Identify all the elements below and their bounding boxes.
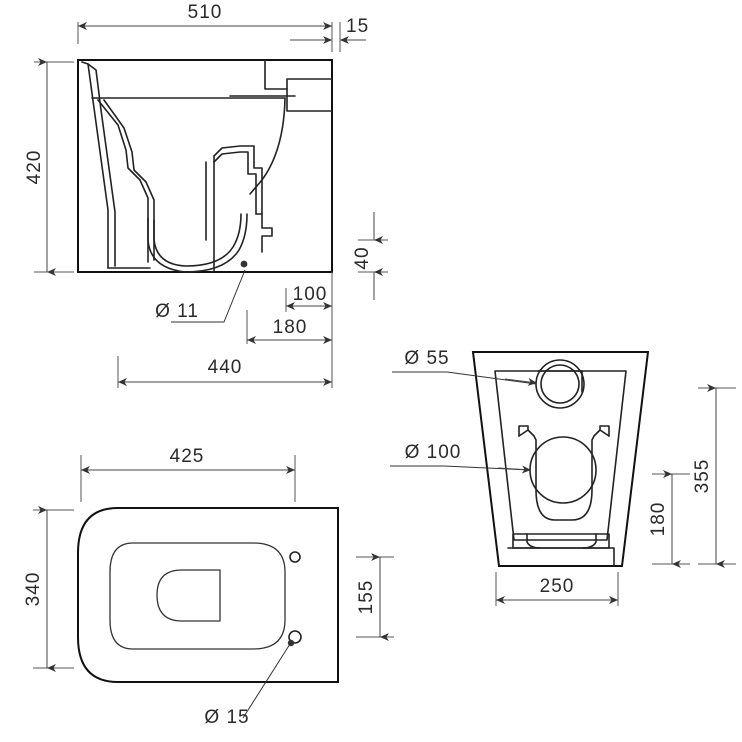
side-outlet-notch [255, 213, 273, 253]
side-trap-curve [147, 213, 248, 273]
dimension-40: 40 [352, 212, 388, 300]
dimension-label-180-rear: 180 [648, 502, 669, 537]
side-bowl-wall-left [97, 99, 149, 263]
callout-dia-100: Ø 100 [390, 442, 532, 474]
rear-inlet-boss [537, 370, 583, 393]
rear-outlet-shoulder-left [518, 425, 529, 437]
side-bowl-right [249, 97, 286, 195]
rear-inlet-hole-inner [540, 364, 580, 404]
dimension-510: 510 [77, 2, 333, 44]
plan-fixing-hole-top [289, 551, 301, 563]
plan-outer-outline [77, 507, 339, 683]
dimension-label-155: 155 [356, 580, 377, 615]
rear-outlet-hole [529, 436, 597, 504]
side-flush-channel-inner [213, 151, 257, 215]
leader-arrow-line [497, 465, 532, 474]
dimension-label-440: 440 [208, 357, 243, 378]
leader-line [390, 465, 531, 471]
dimension-180-side: 180 [246, 310, 333, 344]
dimension-label-250: 250 [540, 576, 575, 597]
dimension-425: 425 [80, 446, 296, 502]
plan-view: 425 340 155 Ø 15 [23, 446, 394, 728]
side-body-outline [77, 59, 333, 273]
dimension-250: 250 [495, 572, 619, 606]
dimension-420: 420 [24, 58, 74, 276]
side-section-view: 510 15 420 [24, 2, 388, 388]
side-trap-curve-inner [153, 213, 242, 267]
side-left-skirt-outer [81, 61, 109, 269]
dimension-355: 355 [692, 384, 736, 568]
dimension-label-355: 355 [692, 459, 713, 494]
dimension-label-100: 100 [293, 284, 328, 305]
callout-dia-55: Ø 55 [392, 348, 538, 386]
leader-arrow-line [504, 377, 538, 386]
callout-label-dia-100: Ø 100 [405, 442, 462, 463]
side-rear-lip [264, 59, 333, 90]
rear-base-lower [507, 547, 615, 567]
dimension-label-425: 425 [170, 446, 205, 467]
rear-base-fillet-right [582, 533, 597, 549]
rear-inlet-hole-outer [535, 359, 585, 409]
callout-label-dia-15: Ø 15 [204, 707, 249, 728]
dimension-440: 440 [117, 344, 333, 388]
leader-dot [240, 260, 248, 268]
plan-bowl-aperture [156, 569, 221, 622]
dimension-label-180: 180 [273, 317, 308, 338]
dimension-180-rear: 180 [648, 470, 690, 568]
dimension-100: 100 [285, 272, 333, 312]
leader-line [242, 643, 291, 719]
leader-line [171, 269, 246, 323]
rear-outlet-shoulder-right [599, 425, 610, 437]
side-rear-lip-inner [286, 88, 333, 112]
rear-outer-outline [471, 351, 650, 567]
dimension-15: 15 [290, 16, 369, 52]
side-flush-channel [213, 145, 263, 215]
callout-label-dia-55: Ø 55 [404, 348, 449, 369]
dimension-155: 155 [356, 553, 394, 641]
dimension-label-340: 340 [23, 572, 44, 607]
rear-view: Ø 55 Ø 100 355 180 [390, 348, 736, 606]
plan-seat-outline [109, 542, 286, 650]
dimension-label-420: 420 [24, 150, 45, 185]
dimension-label-510: 510 [188, 2, 223, 23]
callout-dia-11: Ø 11 [155, 260, 248, 323]
dimension-label-40: 40 [352, 246, 373, 269]
rear-inner-recess [494, 370, 627, 541]
callout-dia-15: Ø 15 [204, 639, 295, 728]
side-left-skirt-inner [87, 63, 116, 267]
leader-dot [287, 639, 295, 647]
dimension-label-15: 15 [346, 16, 369, 37]
callout-label-dia-11: Ø 11 [155, 301, 199, 322]
dimension-340: 340 [23, 506, 74, 672]
rear-base-fillet-left [526, 533, 541, 549]
leader-line [392, 371, 537, 385]
plan-fixing-hole-bottom [288, 630, 302, 644]
side-bowl-wall-left-inner [103, 99, 155, 261]
